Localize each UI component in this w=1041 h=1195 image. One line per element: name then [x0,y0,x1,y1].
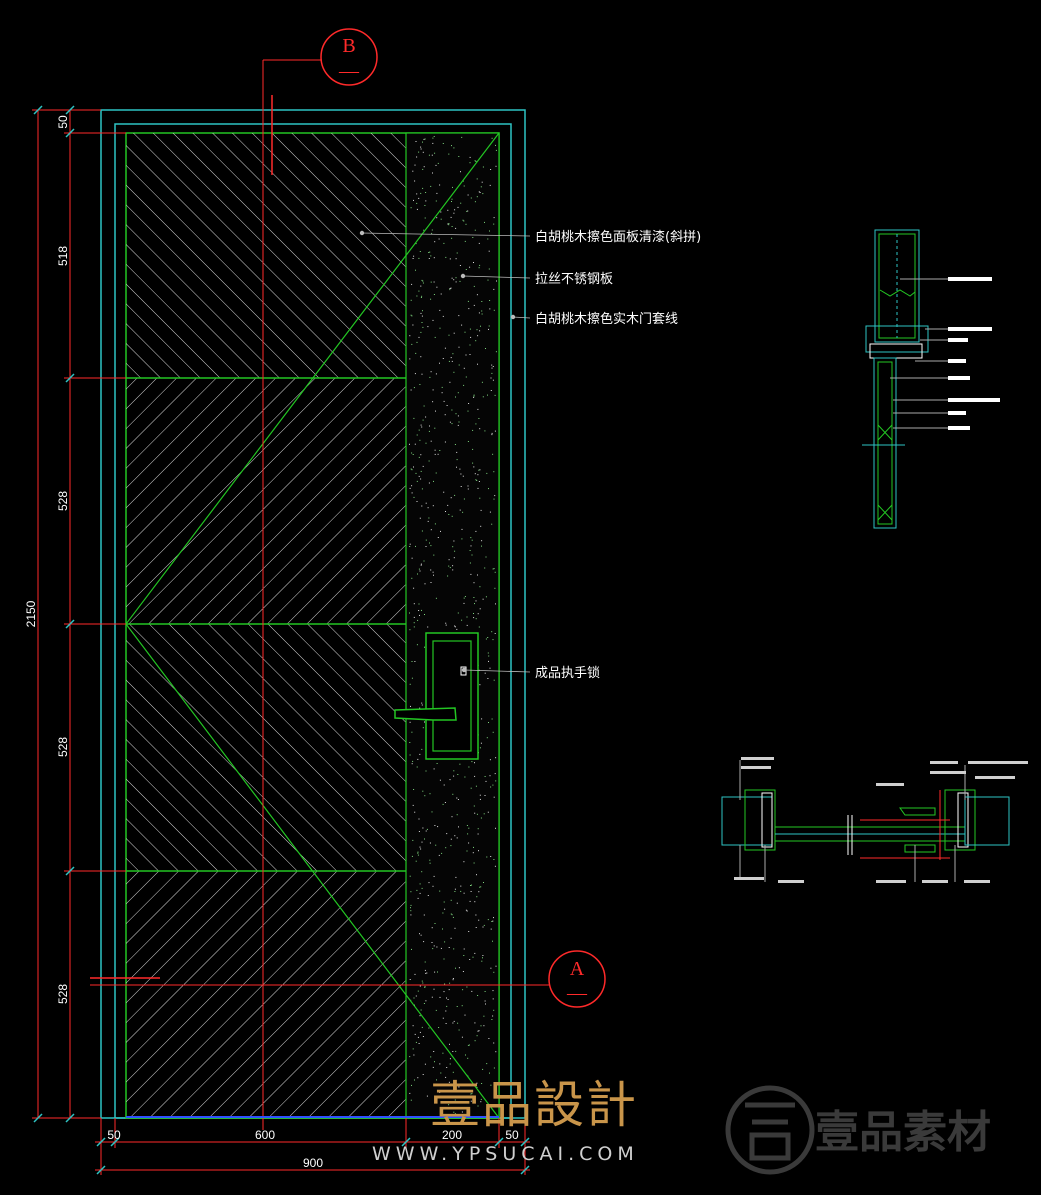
lock-plate-inner [432,640,472,752]
note-door-casing: 白胡桃木擦色实木门套线 [535,311,678,327]
dim-h-3: 200 [442,1128,462,1142]
watermark-brand: 壹品設計 [430,1076,638,1134]
section-tag-a-sub: — [566,982,588,1004]
watermark-logo-icon [725,1085,815,1175]
horizontal-section-detail [721,760,1010,882]
annotation-leaders [359,230,531,673]
dim-extension-lines [32,109,530,1175]
dim-v-1: 50 [56,115,70,129]
note-walnut-panel: 白胡桃木擦色面板清漆(斜拼) [535,229,701,245]
vertical-section-detail [862,229,948,529]
section-tag-b-circle [320,28,378,86]
dim-v-5: 528 [56,984,70,1004]
dim-ticks [33,105,530,1175]
wood-panel-4 [126,871,406,1118]
wood-panel-3 [126,624,406,871]
note-stainless-plate: 拉丝不锈钢板 [535,272,613,287]
note-lever-lock: 成品执手锁 [535,665,600,681]
door-swing-lines [126,133,499,1118]
dim-overall-height: 2150 [24,600,38,627]
section-tag-b-letter: B [342,35,355,57]
dim-h-1: 50 [107,1128,121,1142]
lock-keyhole [460,666,467,676]
section-tag-a-circle [548,950,606,1008]
dim-h-2: 600 [255,1128,275,1142]
section-tag-b-sub: — [338,60,360,82]
vertical-section-label-bars [948,277,1000,430]
watermark-url: WWW.YPSUCAI.COM [372,1143,639,1165]
lock-plate-outer [425,632,479,760]
wood-panel-1 [126,133,406,378]
watermark-ghost-text: 壹品素材 [815,1107,991,1158]
dim-v-4: 528 [56,737,70,757]
dim-v-2: 518 [56,246,70,266]
stainless-steel-strip [405,132,500,1119]
dim-h-4: 50 [505,1128,519,1142]
horizontal-section-label-bars [734,757,1028,883]
dim-v-3: 528 [56,491,70,511]
section-tag-a-letter: A [570,958,585,980]
dim-overall-width: 900 [303,1156,323,1170]
wood-panel-2 [126,378,406,624]
lever-handle [394,707,457,721]
